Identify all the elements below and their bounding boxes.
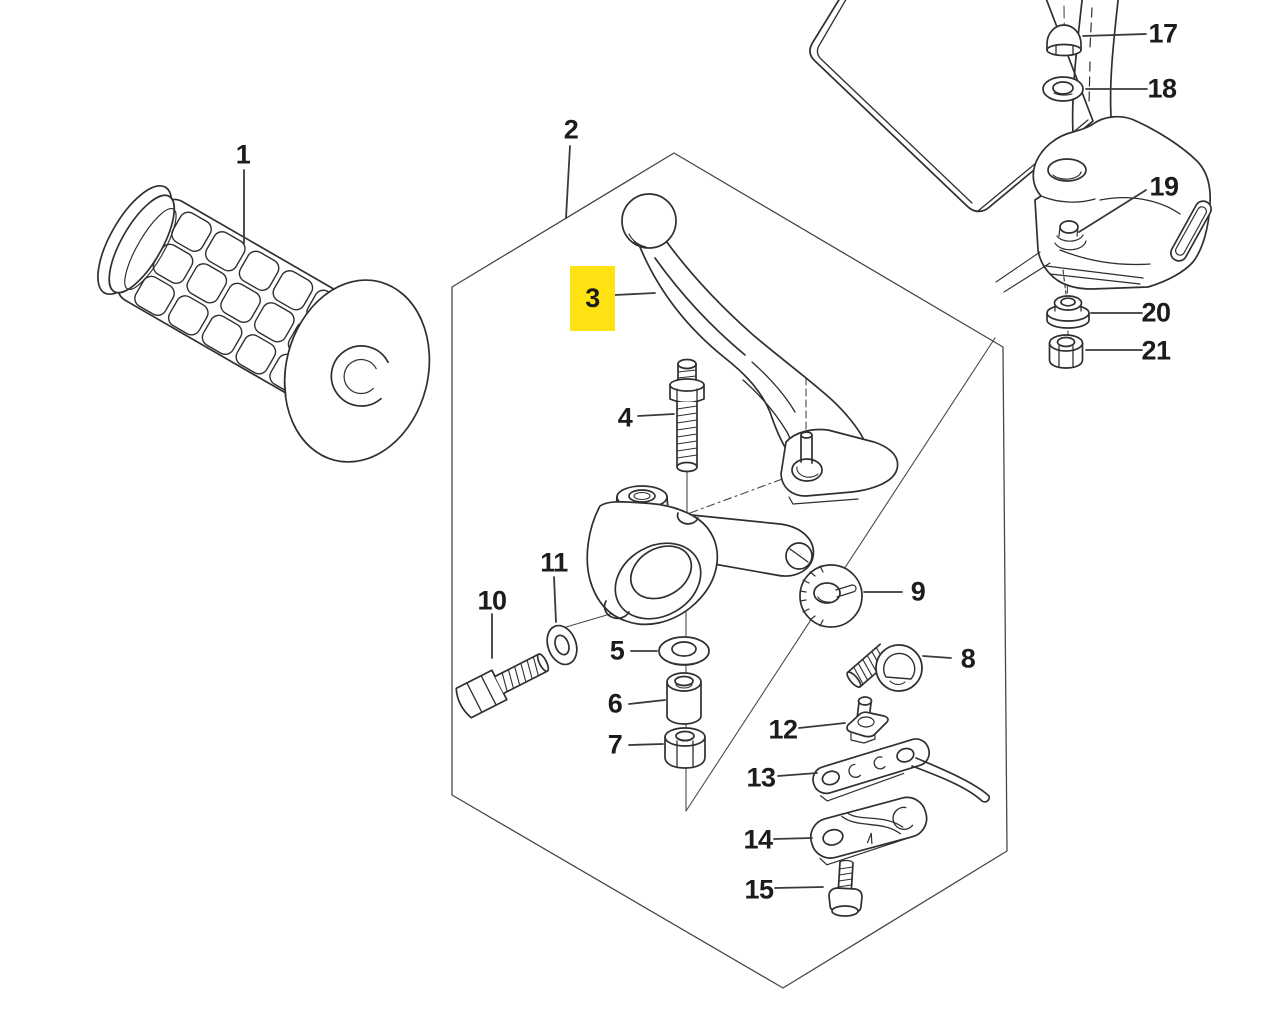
part-label-18[interactable]: 18 [1147, 73, 1177, 104]
part-label-21[interactable]: 21 [1141, 335, 1171, 366]
part-label-19[interactable]: 19 [1149, 171, 1179, 202]
part-8-screw-drawing [846, 643, 923, 692]
part-2-boundary-hexagon [451, 152, 1008, 989]
part-label-7[interactable]: 7 [607, 729, 623, 760]
part-4-pivot-bolt-drawing [669, 358, 705, 473]
part-label-9[interactable]: 9 [910, 576, 926, 607]
part-10-bolt-drawing [455, 653, 550, 719]
part-17-cap-nut-drawing [1046, 24, 1082, 57]
part-12-stud-drawing [846, 696, 889, 744]
part-label-11[interactable]: 11 [540, 547, 568, 578]
part-15-screw-drawing [828, 859, 863, 917]
part-label-1[interactable]: 1 [235, 139, 251, 170]
part-11-washer-drawing [546, 624, 578, 666]
part-label-10[interactable]: 10 [477, 585, 507, 616]
part-label-3-highlighted[interactable]: 3 [570, 266, 615, 331]
part-14-cable-guide-drawing [809, 796, 928, 866]
part-label-20[interactable]: 20 [1141, 297, 1171, 328]
part-label-8[interactable]: 8 [960, 643, 976, 674]
part-label-12[interactable]: 12 [768, 714, 798, 745]
part-3-lever-drawing [621, 193, 899, 505]
part-label-5[interactable]: 5 [609, 635, 625, 666]
part-19-bracket-drawing [995, 115, 1212, 295]
part-label-6[interactable]: 6 [607, 688, 623, 719]
part-18-washer-drawing [1042, 76, 1084, 102]
plate-drawing [809, 0, 1094, 213]
part-6-spacer-drawing [666, 672, 702, 725]
part-5-washer-drawing [658, 636, 710, 666]
part-7-nut-drawing [664, 727, 706, 769]
part-label-13[interactable]: 13 [746, 762, 776, 793]
part-label-14[interactable]: 14 [743, 824, 773, 855]
part-label-17[interactable]: 17 [1148, 18, 1178, 49]
part-21-nut-drawing [1048, 334, 1084, 369]
part-13-clamp-plate-drawing [812, 738, 991, 803]
part-label-2[interactable]: 2 [563, 114, 579, 145]
lever-holder-body-drawing [586, 485, 815, 626]
part-label-4[interactable]: 4 [617, 402, 633, 433]
leader-lines [243, 33, 1148, 889]
part-9-adjuster-drawing [799, 564, 863, 628]
part-1-grip-drawing [97, 184, 431, 463]
part-label-15[interactable]: 15 [744, 874, 774, 905]
part-20-flange-nut-drawing [1046, 295, 1090, 329]
